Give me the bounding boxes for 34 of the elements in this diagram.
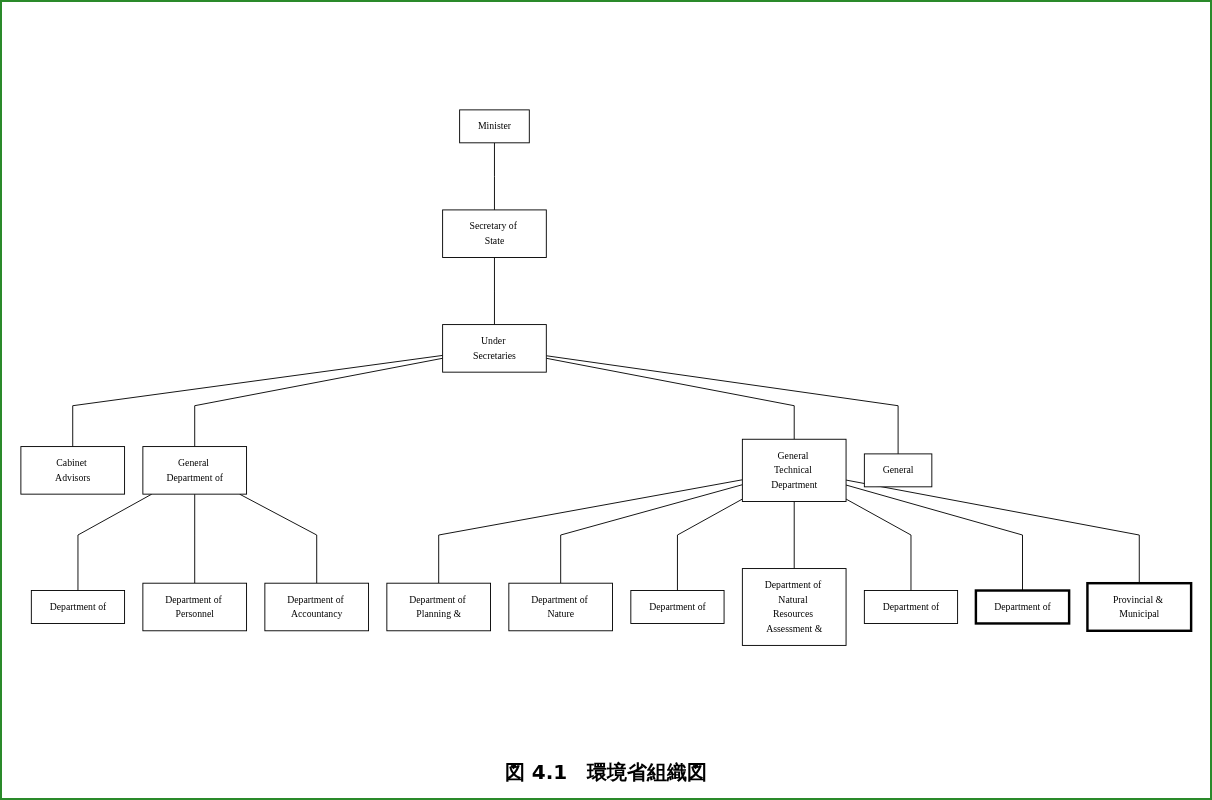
connector <box>793 500 795 569</box>
connector <box>194 357 444 447</box>
connector <box>545 355 899 455</box>
node-box: Cabinet Advisors <box>20 445 126 495</box>
node-box: Department of <box>30 589 126 624</box>
connector <box>494 142 495 211</box>
node-box: General Technical Department <box>741 438 847 502</box>
node-box: Provincial & Municipal <box>1086 581 1193 632</box>
node-box: Department of <box>974 589 1071 625</box>
connector <box>239 493 318 584</box>
node-box: Minister <box>459 109 530 144</box>
connector <box>560 484 743 584</box>
node-box: Department of <box>863 589 959 624</box>
node-box: Under Secretaries <box>442 323 547 373</box>
connector <box>72 354 444 447</box>
node-box: Secretary of State <box>442 209 547 258</box>
connector <box>194 493 196 584</box>
connector <box>677 498 743 591</box>
connector <box>845 479 1140 584</box>
connector <box>494 256 495 325</box>
node-box: Department of <box>630 589 725 624</box>
node-box: Department of Accountancy <box>264 582 369 632</box>
connector <box>845 498 912 591</box>
connector <box>845 484 1023 591</box>
connector <box>545 357 795 440</box>
node-box: Department of Personnel <box>142 582 247 632</box>
connector <box>438 479 743 584</box>
node-box: Department of Nature <box>508 582 613 632</box>
node-box: Department of Natural Resources Assessment & <box>741 567 847 646</box>
node-box: Department of Planning & <box>386 582 491 632</box>
figure-caption: 図 4.1 環境省組織図 <box>504 759 708 786</box>
node-box: General Department of <box>142 445 247 495</box>
node-box: General <box>863 453 933 488</box>
connector <box>77 493 153 591</box>
